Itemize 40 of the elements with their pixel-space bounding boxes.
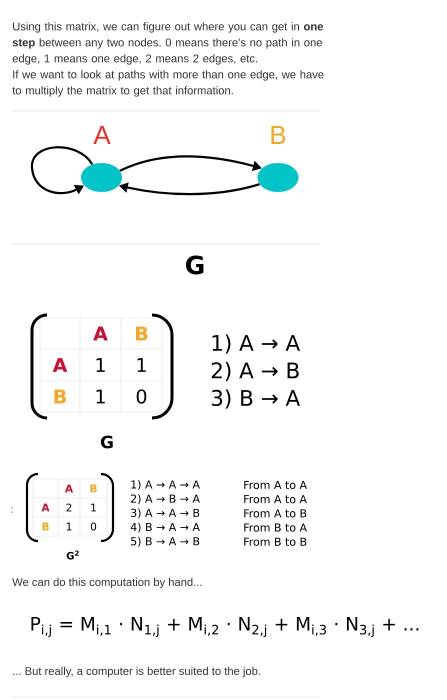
paragraph: Using this matrix, we can figure out where you can get in one step between any two nodes. 0 means there's no path in one edge, 1 means one edge, 2 means 2 edges, etc. bbox=[12, 22, 324, 65]
graph-title: G bbox=[186, 256, 204, 274]
matrix-cell: 2 bbox=[66, 504, 72, 512]
path-description: From A to B bbox=[244, 509, 306, 518]
path-list-item: 1) A → A → A bbox=[131, 480, 200, 490]
header-cell: B bbox=[90, 484, 97, 492]
paragraph: If we want to look at paths with more than one edge, we have to multiply the matrix to get that information. bbox=[12, 70, 324, 97]
matrix-caption: G$^{2}$ bbox=[66, 550, 79, 560]
path-description: From B to B bbox=[244, 538, 306, 546]
node-label: B bbox=[271, 126, 286, 144]
matrix-caption: G bbox=[100, 436, 113, 448]
header-cell: A bbox=[64, 484, 73, 492]
matrix-cell: 1 bbox=[66, 522, 72, 530]
path-list-item: 3) A → A → B bbox=[131, 508, 200, 518]
path-description: From B to A bbox=[244, 524, 307, 532]
node-label: A bbox=[93, 126, 111, 144]
sentence: ... But really, a computer is better suited to the job. bbox=[13, 666, 260, 678]
header-cell: A bbox=[52, 358, 68, 372]
header-cell: A bbox=[41, 504, 50, 512]
matrix-cell: 1 bbox=[91, 504, 96, 512]
path-list-item: 2) A → B → A bbox=[131, 494, 200, 504]
matrix-cell: 0 bbox=[90, 522, 96, 530]
matrix-cell: 1 bbox=[96, 390, 105, 404]
arrow bbox=[30, 146, 94, 194]
header-cell: B bbox=[54, 390, 66, 404]
header-cell: A bbox=[93, 326, 108, 340]
matrix-cell: 1 bbox=[96, 358, 105, 372]
header-cell: B bbox=[42, 522, 49, 530]
sentence: We can do this computation by hand... bbox=[12, 578, 202, 588]
path-list-item: 1) A → A bbox=[212, 334, 300, 354]
matrix-cell: 1 bbox=[138, 358, 146, 372]
header-cell: B bbox=[136, 326, 148, 340]
path-description: From A to A bbox=[244, 480, 307, 490]
path-list-item: 4) B → A → A bbox=[130, 522, 200, 532]
path-description: From A to A bbox=[244, 495, 307, 504]
matrix-cell: 0 bbox=[136, 389, 146, 404]
path-list-item: 2) A → B bbox=[212, 362, 299, 382]
path-list-item: 5) B → A → B bbox=[131, 536, 200, 547]
path-list-item: 3) B → A bbox=[212, 389, 300, 409]
formula: P$_{i,j}$ = M$_{i,1}$ · N$_{1,j}$ + M$_{i,2}$ · N$_{2,j}$ + M$_{i,3}$ · N$_{3,j}$ + ... bbox=[31, 616, 418, 638]
